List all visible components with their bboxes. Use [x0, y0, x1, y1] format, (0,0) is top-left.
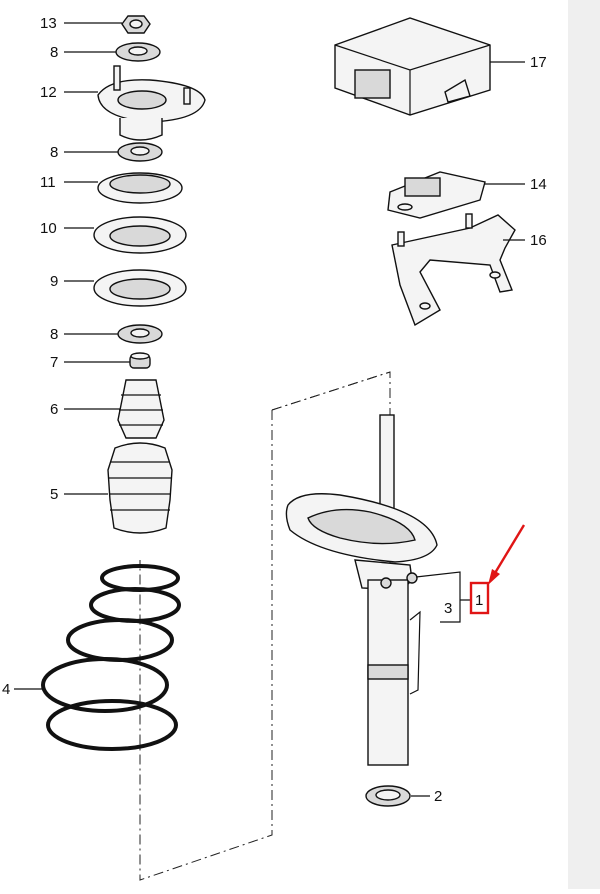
- part-4-coil-spring: [41, 564, 181, 751]
- callout-8-a: 8: [50, 44, 58, 61]
- callout-14: 14: [530, 176, 547, 193]
- part-14-sensor: [387, 171, 486, 219]
- part-1-strut-assembly: [285, 414, 438, 766]
- part-8-washer-mid: [117, 142, 163, 162]
- part-5-dust-boot: [107, 442, 173, 534]
- part-2-seal-ring: [365, 785, 411, 807]
- highlight-box: [469, 581, 490, 615]
- callout-9: 9: [50, 273, 58, 290]
- callout-13: 13: [40, 15, 57, 32]
- side-strip: [568, 0, 600, 889]
- diagram-svg: 13 8 12 8 11 10 9 8 7 6 5 4 17 14 16 3 1…: [2, 15, 547, 881]
- assembly-boundary-path: [139, 371, 391, 881]
- part-8-washer-top: [115, 42, 161, 62]
- part-16-bracket: [391, 213, 516, 327]
- highlight-arrow: [488, 524, 526, 585]
- callout-6: 6: [50, 401, 58, 418]
- leader-lines: [14, 22, 525, 797]
- callout-10: 10: [40, 220, 57, 237]
- part-11-bearing: [97, 172, 183, 204]
- part-9-insulator: [93, 269, 187, 307]
- callout-8-c: 8: [50, 326, 58, 343]
- callout-17: 17: [530, 54, 547, 71]
- callout-5: 5: [50, 486, 58, 503]
- part-13-nut: [121, 15, 151, 34]
- part-6-bump-stop: [117, 379, 165, 439]
- callout-2: 2: [434, 788, 442, 805]
- part-17-control-module: [334, 17, 491, 116]
- part-12-mount-plate: [97, 65, 206, 141]
- callout-12: 12: [40, 84, 57, 101]
- callout-1: 1: [475, 592, 483, 609]
- part-10-spring-seat: [93, 216, 187, 254]
- callout-3: 3: [444, 600, 452, 617]
- diagram-canvas: 13 8 12 8 11 10 9 8 7 6 5 4 17 14 16 3 1…: [2, 15, 547, 881]
- part-7-bushing: [129, 352, 151, 369]
- part-8-washer-lower: [117, 324, 163, 344]
- callout-11: 11: [40, 174, 56, 191]
- callout-8-b: 8: [50, 144, 58, 161]
- callout-7: 7: [50, 354, 58, 371]
- callout-4: 4: [2, 681, 10, 698]
- callout-16: 16: [530, 232, 547, 249]
